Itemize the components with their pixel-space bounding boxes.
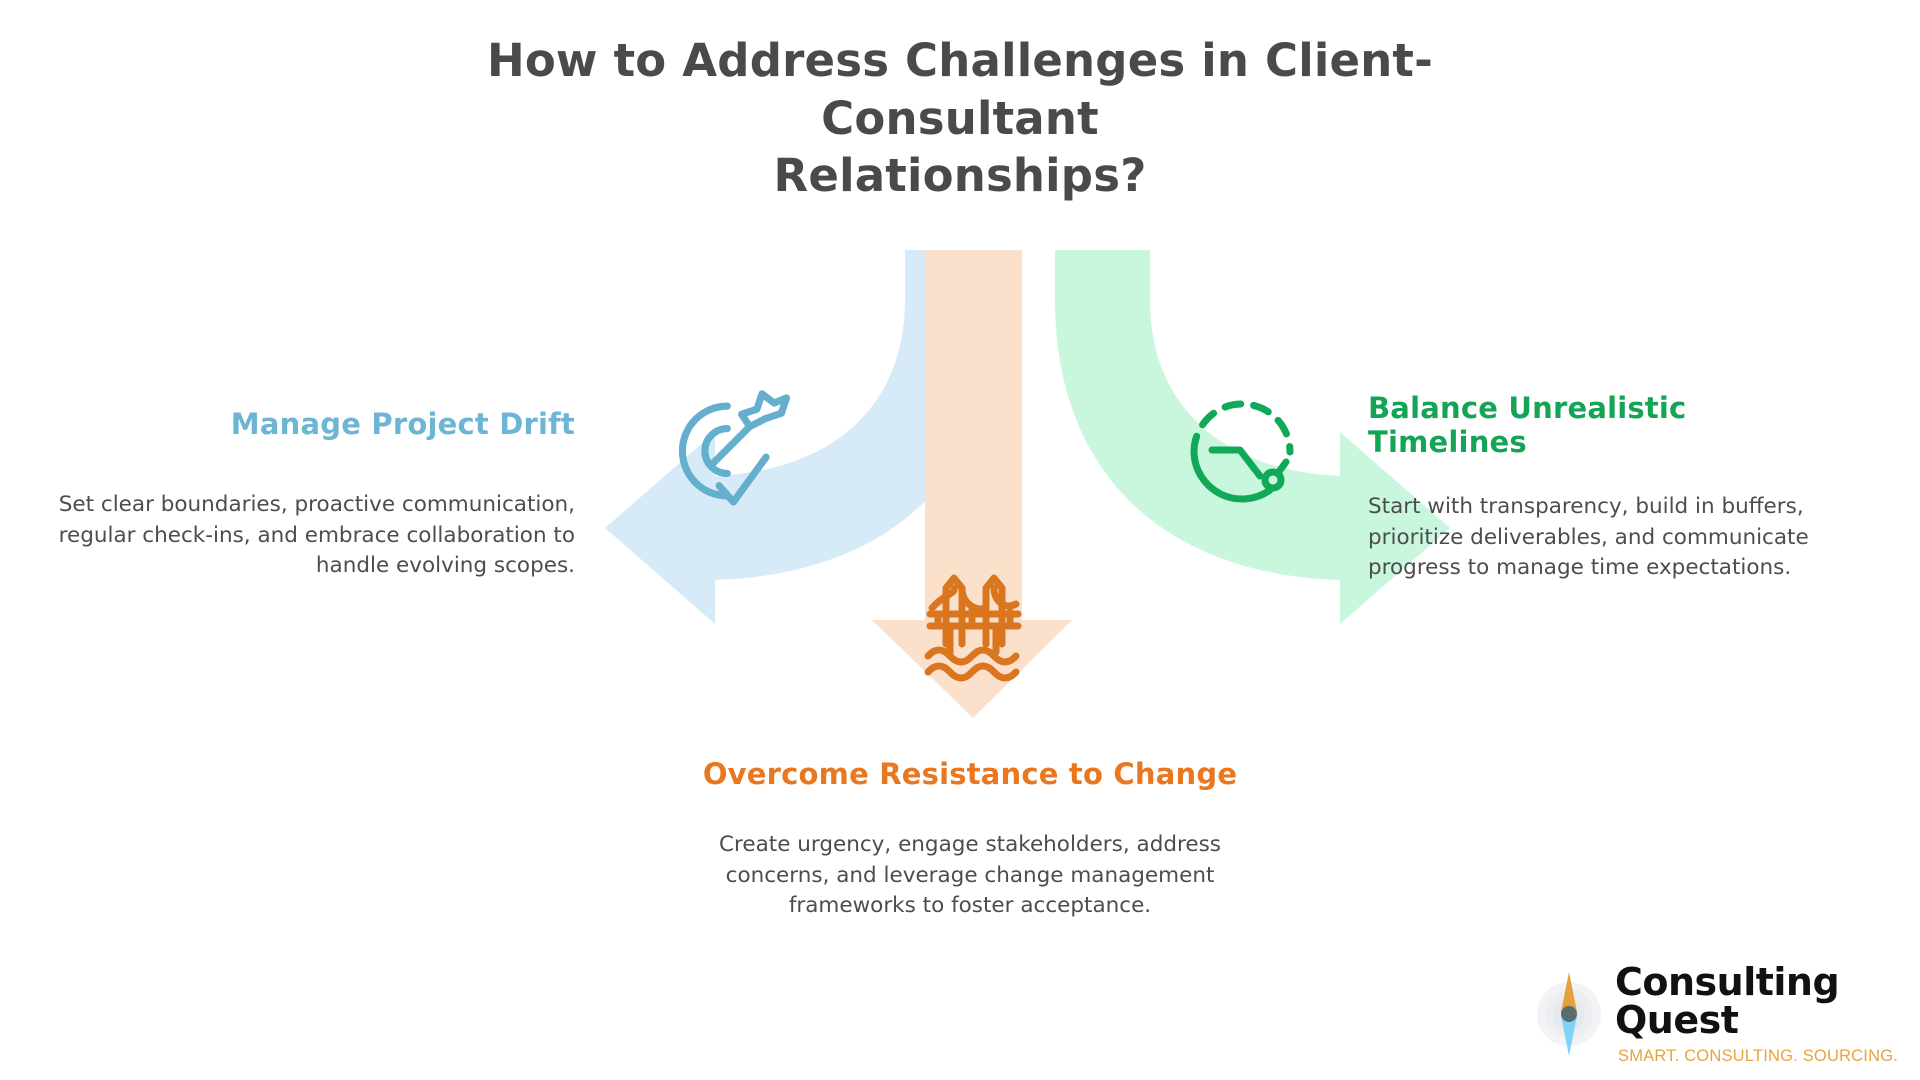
branch-body-overcome-resistance-to-change: Create urgency, engage stakeholders, add… (719, 832, 1221, 919)
target-dart-check-icon (678, 390, 791, 506)
branch-heading-balance-unrealistic-timelines: Balance Unrealistic Timelines (1368, 391, 1868, 459)
brand-logo: Consulting Quest SMART. CONSULTING. SOUR… (1527, 963, 1902, 1064)
arrow-left-blue (605, 250, 1000, 624)
compass-needle-logo-mark (1537, 972, 1601, 1056)
page-title-line-1: How to Address Challenges in Client-Cons… (486, 34, 1434, 145)
page-title: How to Address Challenges in Client-Cons… (360, 32, 1560, 205)
branch-heading-overcome-resistance-to-change: Overcome Resistance to Change (702, 757, 1238, 791)
logo-text-block: Consulting Quest SMART. CONSULTING. SOUR… (1615, 963, 1902, 1065)
bridge-waves-icon (924, 574, 1022, 682)
branch-body-balance-unrealistic-timelines: Start with transparency, build in buffer… (1368, 494, 1809, 581)
branch-body-manage-project-drift: Set clear boundaries, proactive communic… (58, 492, 575, 579)
branch-heading-manage-project-drift: Manage Project Drift (230, 407, 575, 441)
branch-heading-line-2: Timelines (1368, 424, 1527, 459)
arrow-down-orange (872, 250, 1072, 718)
dashed-clock-icon (1190, 400, 1294, 503)
logo-name: Consulting Quest (1615, 960, 1840, 1043)
page-title-line-2: Relationships? (773, 149, 1147, 203)
branch-heading-line-1: Balance Unrealistic (1368, 391, 1687, 425)
logo-tagline: SMART. CONSULTING. SOURCING. (1618, 1047, 1899, 1066)
